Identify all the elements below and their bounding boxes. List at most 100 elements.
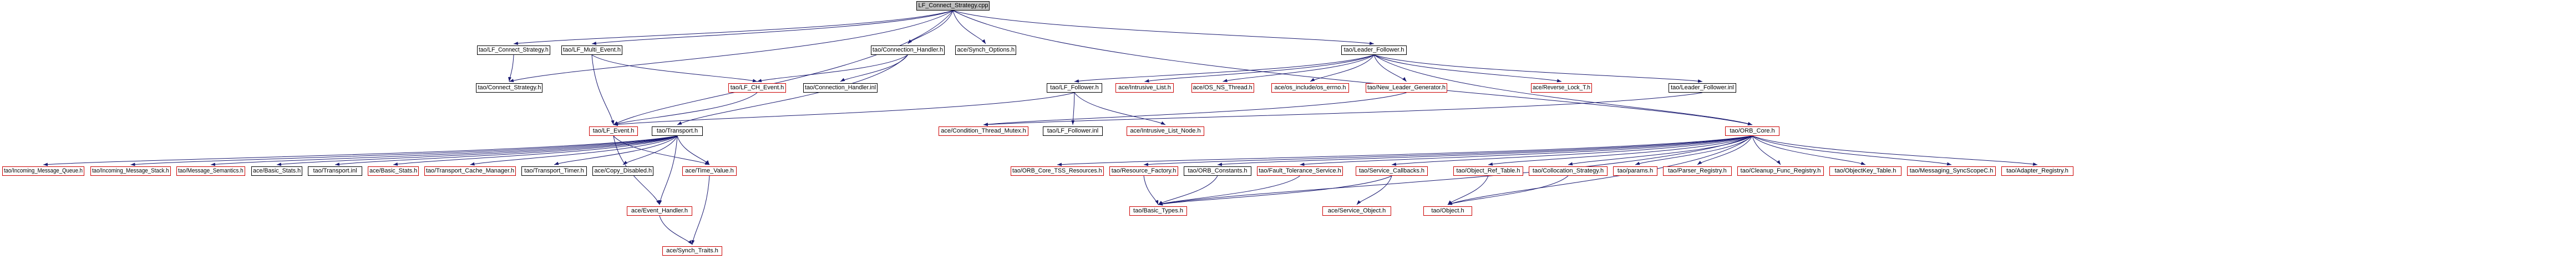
graph-node-label: LF_Connect_Strategy.cpp	[918, 2, 988, 9]
graph-edge	[659, 215, 693, 245]
graph-node[interactable]: tao/Message_Semantics.h	[176, 166, 245, 176]
graph-edge	[591, 10, 954, 45]
graph-node[interactable]: tao/Service_Callbacks.h	[1356, 166, 1428, 176]
graph-node[interactable]: tao/LF_Event.h	[589, 126, 638, 136]
graph-node[interactable]: tao/New_Leader_Generator.h	[1366, 83, 1447, 93]
graph-edge	[1057, 135, 1753, 166]
graph-node[interactable]: tao/Fault_Tolerance_Service.h	[1257, 166, 1343, 176]
graph-node[interactable]: tao/LF_CH_Event.h	[728, 83, 786, 93]
graph-node[interactable]: tao/Adapter_Registry.h	[2001, 166, 2073, 176]
graph-node[interactable]: tao/Incoming_Message_Stack.h	[90, 166, 171, 176]
graph-edge	[1752, 135, 1866, 165]
graph-node-label: tao/Object.h	[1431, 207, 1464, 214]
graph-node-label: ace/Time_Value.h	[685, 168, 734, 174]
graph-edge	[276, 135, 678, 166]
graph-edge	[1143, 135, 1753, 166]
graph-edge	[952, 10, 1753, 126]
graph-node-label: ace/Event_Handler.h	[631, 207, 688, 214]
graph-node-label: ace/OS_NS_Thread.h	[1193, 84, 1253, 91]
graph-node[interactable]: ace/Intrusive_List_Node.h	[1127, 126, 1204, 136]
graph-node[interactable]: tao/Transport_Cache_Manager.h	[424, 166, 516, 176]
graph-node[interactable]: tao/ORB_Constants.h	[1184, 166, 1251, 176]
graph-node[interactable]: tao/Leader_Follower.inl	[1669, 83, 1736, 93]
graph-node[interactable]: ace/Reverse_Lock_T.h	[1531, 83, 1592, 93]
graph-node[interactable]: ace/Time_Value.h	[682, 166, 737, 176]
graph-node-label: tao/LF_Connect_Strategy.h	[479, 47, 549, 53]
graph-node[interactable]: ace/Condition_Thread_Mutex.h	[939, 126, 1028, 136]
graph-node[interactable]: tao/Transport_Timer.h	[521, 166, 587, 176]
graph-node-label: tao/LF_Follower.inl	[1047, 128, 1099, 134]
graph-node-label: tao/Object_Ref_Table.h	[1456, 168, 1520, 174]
graph-edge	[1356, 175, 1392, 205]
graph-node[interactable]: tao/Basic_Types.h	[1129, 206, 1187, 216]
graph-edge	[130, 135, 678, 166]
graph-node[interactable]: LF_Connect_Strategy.cpp	[916, 1, 990, 11]
graph-node-label: tao/Cleanup_Func_Registry.h	[1740, 168, 1821, 174]
graph-node[interactable]: ace/os_include/os_errno.h	[1271, 83, 1349, 93]
graph-edge	[393, 135, 678, 166]
graph-node[interactable]: ace/Synch_Traits.h	[662, 246, 722, 256]
graph-edge	[1752, 135, 1781, 165]
graph-node[interactable]: tao/Incoming_Message_Queue.h	[2, 166, 84, 176]
graph-edge	[613, 92, 758, 125]
graph-node[interactable]: ace/Copy_Disabled.h	[592, 166, 653, 176]
graph-node[interactable]: ace/Basic_Stats.h	[368, 166, 419, 176]
graph-node-label: tao/params.h	[1617, 168, 1654, 174]
graph-node[interactable]: tao/Resource_Factory.h	[1109, 166, 1178, 176]
graph-edge	[983, 92, 1407, 126]
graph-edge	[1223, 54, 1375, 83]
graph-edge	[591, 54, 615, 125]
graph-node[interactable]: tao/LF_Follower.h	[1047, 83, 1102, 93]
graph-edge	[613, 135, 710, 165]
graph-node-label: tao/Transport_Timer.h	[524, 168, 584, 174]
graph-edge	[1217, 135, 1753, 166]
graph-edge	[983, 92, 1703, 126]
graph-node[interactable]: tao/Connection_Handler.h	[871, 45, 945, 55]
graph-node-label: tao/Transport.h	[656, 128, 698, 134]
graph-edge	[470, 135, 678, 166]
graph-node[interactable]: tao/Transport.h	[652, 126, 703, 136]
graph-node[interactable]: tao/LF_Connect_Strategy.h	[477, 45, 550, 55]
graph-node[interactable]: tao/Messaging_SyncScopeC.h	[1907, 166, 1996, 176]
graph-node-label: tao/LF_CH_Event.h	[730, 84, 784, 91]
graph-node[interactable]: tao/LF_Follower.inl	[1043, 126, 1103, 136]
graph-edge	[622, 135, 678, 165]
graph-node[interactable]: tao/Object.h	[1423, 206, 1472, 216]
graph-edge	[1158, 175, 1300, 205]
graph-node-label: tao/ObjectKey_Table.h	[1834, 168, 1896, 174]
graph-node[interactable]: tao/Transport.inl	[308, 166, 362, 176]
graph-node[interactable]: tao/ObjectKey_Table.h	[1829, 166, 1901, 176]
graph-node-label: tao/LF_Follower.h	[1050, 84, 1099, 91]
graph-node[interactable]: tao/Cleanup_Func_Registry.h	[1737, 166, 1824, 176]
graph-node[interactable]: tao/Parser_Registry.h	[1663, 166, 1732, 176]
graph-node[interactable]: ace/Event_Handler.h	[627, 206, 692, 216]
graph-edge	[952, 10, 986, 44]
graph-node[interactable]: tao/ORB_Core.h	[1725, 126, 1779, 136]
graph-node-label: tao/Adapter_Registry.h	[2006, 168, 2068, 174]
graph-node-label: ace/Intrusive_List_Node.h	[1130, 128, 1201, 134]
graph-edge	[1447, 175, 1489, 205]
graph-node[interactable]: tao/Connection_Handler.inl	[803, 83, 878, 93]
graph-node[interactable]: tao/LF_Multi_Event.h	[561, 45, 622, 55]
graph-node[interactable]: tao/Collocation_Strategy.h	[1529, 166, 1608, 176]
graph-node[interactable]: tao/params.h	[1613, 166, 1657, 176]
graph-node-label: tao/ORB_Core.h	[1730, 128, 1775, 134]
graph-edge	[1447, 175, 1569, 205]
graph-node[interactable]: ace/OS_NS_Thread.h	[1191, 83, 1254, 93]
graph-edge	[591, 54, 758, 83]
graph-edge	[1488, 135, 1753, 166]
graph-node[interactable]: tao/Object_Ref_Table.h	[1453, 166, 1523, 176]
graph-node-label: tao/Service_Callbacks.h	[1358, 168, 1424, 174]
graph-node[interactable]: ace/Service_Object.h	[1322, 206, 1391, 216]
graph-node-label: ace/Basic_Stats.h	[369, 168, 418, 174]
graph-node[interactable]: tao/Connect_Strategy.h	[476, 83, 542, 93]
graph-node[interactable]: tao/ORB_Core_TSS_Resources.h	[1011, 166, 1104, 176]
graph-node[interactable]: ace/Basic_Stats.h	[251, 166, 302, 176]
graph-edge	[613, 10, 954, 125]
graph-node[interactable]: ace/Intrusive_List.h	[1115, 83, 1174, 93]
graph-node[interactable]: tao/Leader_Follower.h	[1341, 45, 1407, 55]
graph-node-label: ace/Reverse_Lock_T.h	[1533, 84, 1590, 91]
graph-edge	[907, 10, 954, 44]
graph-node[interactable]: ace/Synch_Options.h	[955, 45, 1016, 55]
graph-edge	[1143, 175, 1159, 205]
